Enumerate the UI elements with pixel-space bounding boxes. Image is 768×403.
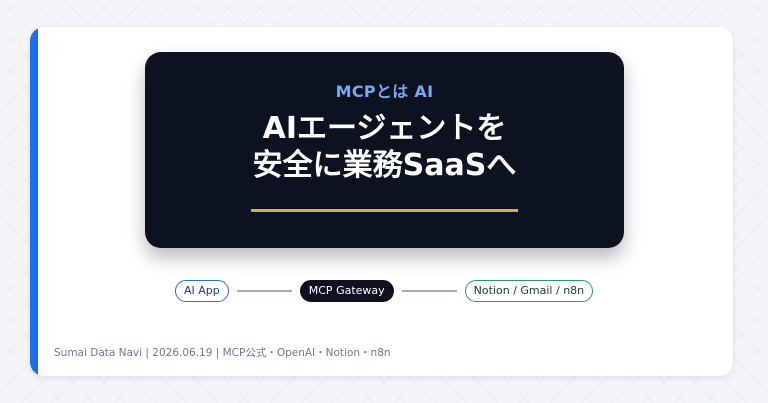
footer-credits: Sumai Data Navi | 2026.06.19 | MCP公式・Ope… (54, 347, 391, 359)
connector-line-1 (236, 290, 292, 292)
hero-banner: MCPとは AI AIエージェントを 安全に業務SaaSへ (145, 52, 624, 248)
architecture-flow: AI App MCP Gateway Notion / Gmail / n8n (175, 279, 594, 303)
saas-tools-pill: Notion / Gmail / n8n (464, 280, 594, 302)
hero-title-line-2: 安全に業務SaaSへ (252, 148, 517, 183)
mcp-gateway-pill: MCP Gateway (299, 280, 394, 302)
accent-bar (30, 27, 38, 376)
hero-underline (251, 209, 518, 212)
hero-title-line-1: AIエージェントを (262, 111, 507, 146)
hero-title: AIエージェントを 安全に業務SaaSへ (145, 110, 624, 184)
ai-app-pill: AI App (175, 280, 229, 302)
connector-line-2 (401, 290, 457, 292)
hero-kicker: MCPとは AI (335, 82, 434, 101)
article-card: MCPとは AI AIエージェントを 安全に業務SaaSへ AI App MCP… (30, 27, 733, 376)
